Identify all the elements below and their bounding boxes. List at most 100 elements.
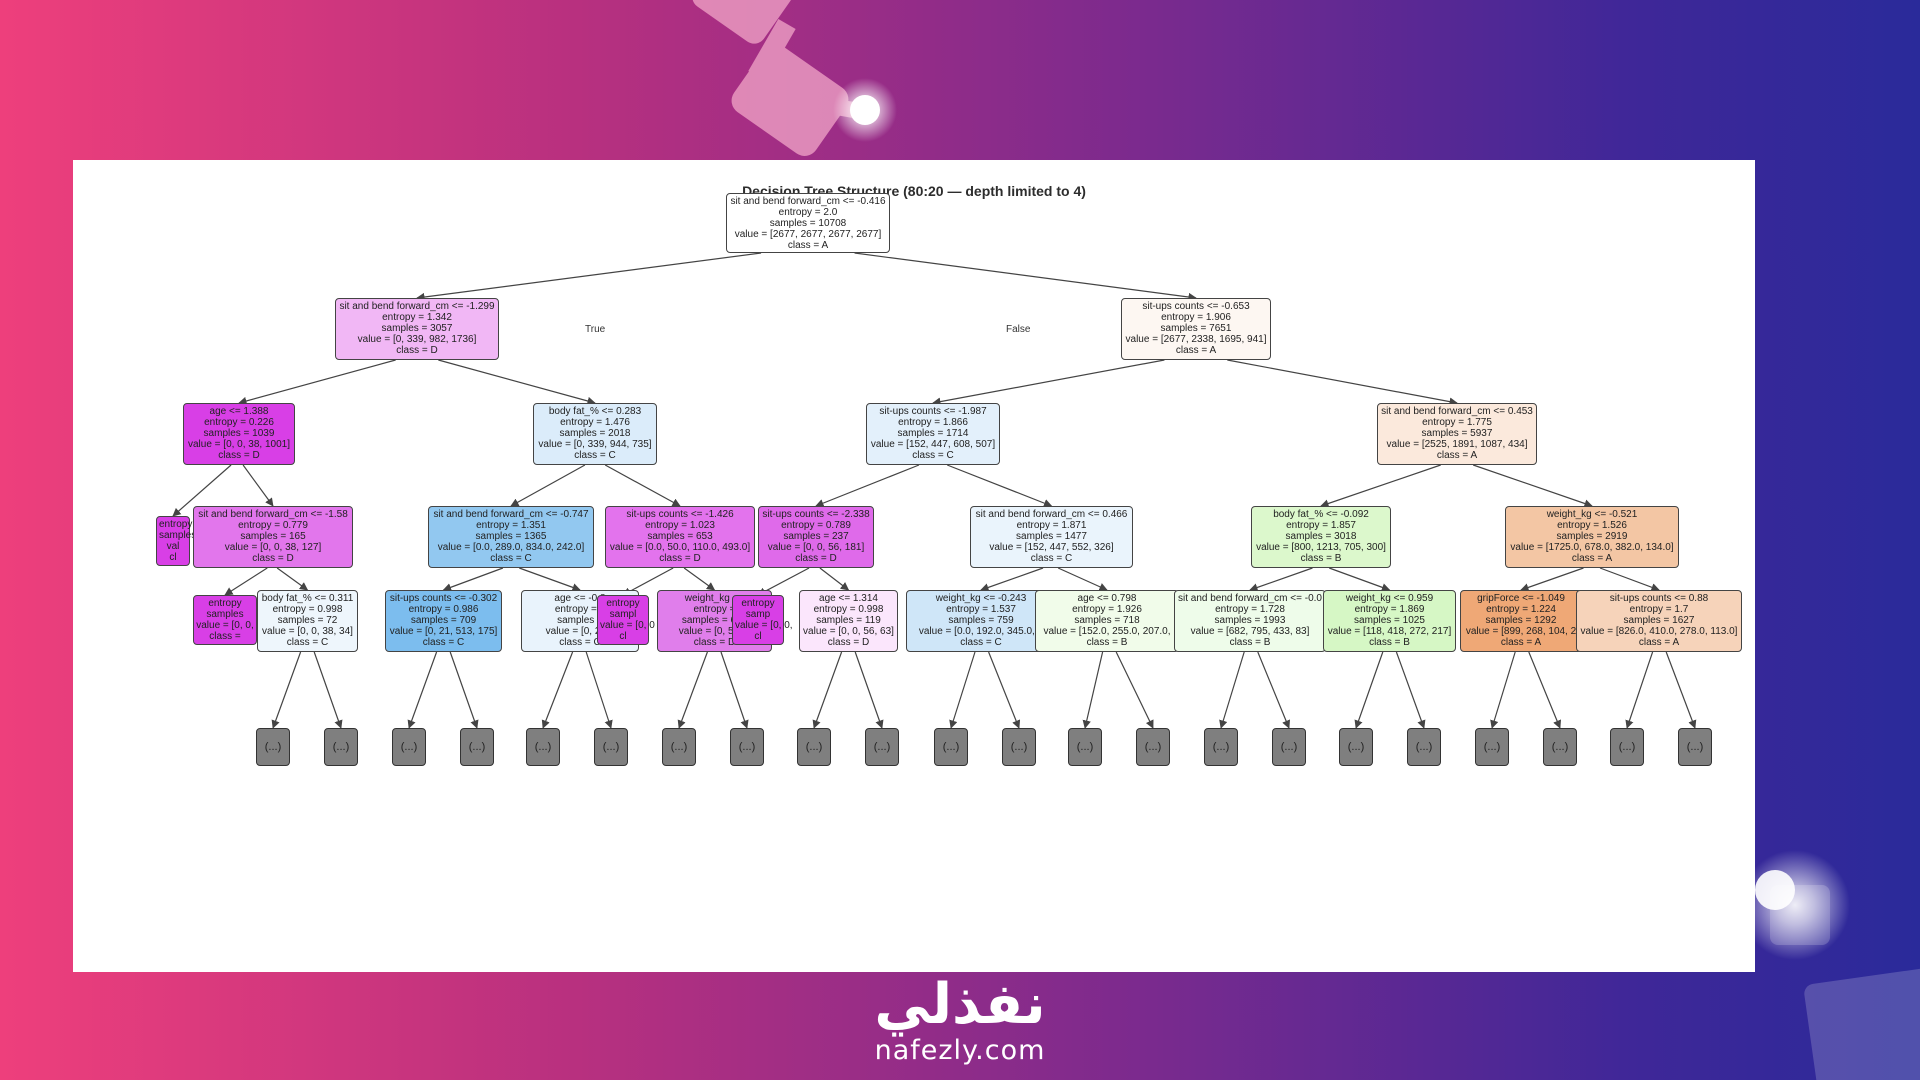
node-line: weight_kg <= -0.521 (1546, 509, 1638, 520)
node-line: value = [682, 795, 433, 83] (1190, 626, 1310, 637)
edge-label-false: False (1006, 324, 1031, 335)
node-line: class = D (659, 553, 701, 564)
node-line: value = [826.0, 410.0, 278.0, 113.0] (1580, 626, 1738, 637)
node-line: entropy (208, 598, 242, 609)
node-line: value = [0, 268, (545, 626, 615, 637)
node-line: entropy = 0.986 (408, 604, 479, 615)
truncated-leaf-node: (...) (1068, 728, 1102, 766)
tree-edge (815, 464, 920, 508)
node-line: entropy = 1.926 (1072, 604, 1142, 615)
node-line: sit-ups counts <= -0.653 (1142, 301, 1250, 312)
node-line: samples = 1627 (1623, 615, 1695, 626)
truncated-leaf-node: (...) (797, 728, 831, 766)
tree-edge (242, 464, 274, 507)
truncated-leaf-node: (...) (1002, 728, 1036, 766)
node-line: samples = 3057 (381, 323, 453, 334)
node-line: samples = 72 (277, 615, 338, 626)
node-line: value = [899, 268, 104, 2 (1465, 626, 1577, 637)
tree-edges: True False (172, 252, 1697, 729)
node-line: value = [800, 1213, 705, 300] (1256, 542, 1386, 553)
node-line: value = [0, 0, 38, 127] (224, 542, 322, 553)
node-line: entropy = 0.226 (204, 417, 274, 428)
tree-edge (947, 464, 1053, 508)
node-line: class = B (1369, 637, 1410, 648)
node-line: class = B (1300, 553, 1342, 564)
node-line: value = [0, 0, (735, 620, 793, 631)
tree-edge (980, 567, 1044, 592)
node-line: cl (619, 631, 627, 642)
node-line: value = [0, 0 (600, 620, 655, 631)
leaf-edge (271, 651, 302, 729)
node-line: samples = 1039 (203, 428, 275, 439)
node-line: entropy = 1.869 (1354, 604, 1425, 615)
node-line: samples = 10708 (769, 218, 847, 229)
truncated-leaf-node: (...) (526, 728, 560, 766)
node-line: samples = 165 (240, 531, 306, 542)
node-line: entropy = 0.779 (238, 520, 308, 531)
node-line: entropy = 1.857 (1286, 520, 1356, 531)
node-line: entropy = 1.871 (1016, 520, 1087, 531)
node-line: weight_kg <= (684, 593, 745, 604)
leaf-edge (313, 651, 343, 729)
tree-edge (683, 567, 716, 591)
node-line: entropy (159, 519, 193, 530)
node-line: class = A (1436, 450, 1478, 461)
node-line: class = A (1571, 553, 1613, 564)
node-line: class = C (1030, 553, 1073, 564)
node-line: age <= -0.8 (554, 593, 606, 604)
decision-tree-figure: Decision Tree Structure (80:20 — depth l… (73, 160, 1755, 972)
node-line: entropy (741, 598, 775, 609)
node-line: class = A (787, 240, 829, 251)
node-line: entropy = 1.906 (1161, 312, 1231, 323)
node-line: value = [0, 339, 944, 735] (538, 439, 652, 450)
tree-edge (932, 359, 1165, 406)
tree-edge (1520, 567, 1584, 592)
node-line: cl (754, 631, 762, 642)
tree-edge (172, 464, 232, 517)
node-line: value = [2677, 2677, 2677, 2677] (734, 229, 882, 240)
node-line: age <= 1.314 (819, 593, 878, 604)
tree-edge (276, 567, 309, 591)
node-line: entropy = 1.728 (1215, 604, 1285, 615)
node-line: class = D (693, 637, 736, 648)
node-line: samples = 653 (681, 615, 748, 626)
leaf-edge (988, 651, 1021, 729)
tree-edge (510, 464, 586, 507)
truncated-leaf-node: (...) (1272, 728, 1306, 766)
network-logo-icon (692, 0, 867, 156)
node-line: value = [0, 0, 38, 1001] (187, 439, 291, 450)
node-line: value = [152, 447, 552, 326] (989, 542, 1114, 553)
node-line: entropy = 1.775 (1422, 417, 1492, 428)
node-line: entropy = 1.351 (476, 520, 546, 531)
truncated-leaf-node: (...) (730, 728, 764, 766)
node-line: value = [1725.0, 678.0, 382.0, 134.0] (1510, 542, 1674, 553)
truncated-leaf-node: (...) (1339, 728, 1373, 766)
leaf-edge (1528, 651, 1562, 729)
truncated-leaf-node: (...) (256, 728, 290, 766)
truncated-leaf-node: (...) (1204, 728, 1238, 766)
node-line: sit-ups counts <= -1.987 (879, 406, 987, 417)
node-line: value = [152.0, 255.0, 207.0, (1043, 626, 1171, 637)
tree-edge (224, 567, 268, 596)
node-line: class = C (574, 450, 616, 461)
tree-edge (416, 252, 762, 302)
node-line: value = [0, 0, 56, 63] (803, 626, 894, 637)
node-line: sit and bend forward_cm <= -0.416 (730, 196, 886, 207)
node-line: samples = 237 (783, 531, 849, 542)
node-line: value = [0, 339, 982, 1736] (357, 334, 477, 345)
node-line: samples = 5937 (1421, 428, 1493, 439)
truncated-leaf-node: (...) (1407, 728, 1441, 766)
node-line: class = D (795, 553, 837, 564)
